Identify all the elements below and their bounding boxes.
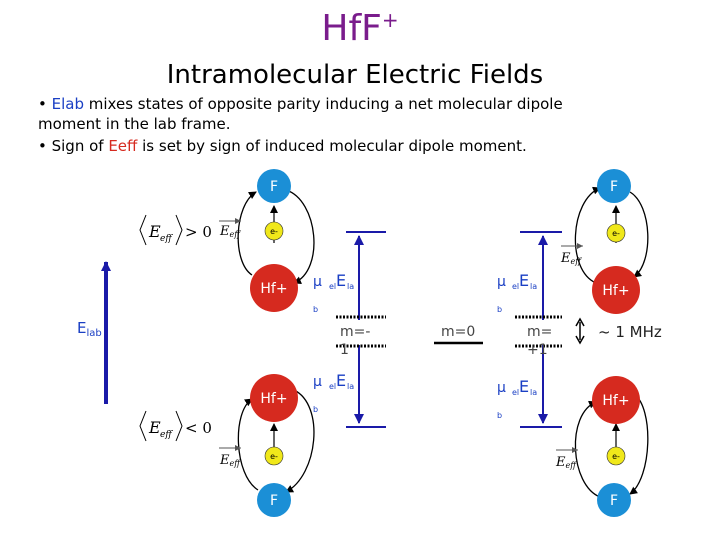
eeff-expectation-negative: E eff < 0: [139, 410, 212, 442]
svg-text:E: E: [519, 377, 529, 396]
fluorine-atom: [597, 483, 631, 517]
stark-label-left-top: μ el E la b: [313, 271, 354, 314]
svg-text:m=-: m=-: [340, 324, 370, 340]
hafnium-ion: [250, 374, 298, 422]
svg-text:el: el: [512, 388, 519, 397]
eeff-field-label: Eeff: [219, 453, 241, 468]
svg-text:Hf+: Hf+: [260, 281, 287, 297]
svg-text:eff: eff: [160, 234, 173, 244]
svg-text:> 0: > 0: [185, 223, 212, 241]
svg-text:F: F: [270, 493, 278, 509]
svg-text:E: E: [519, 271, 529, 290]
eeff-expectation-positive: E eff > 0: [139, 214, 212, 246]
svg-text:1: 1: [340, 342, 349, 358]
bullet-2-prefix: • Sign of: [38, 137, 109, 155]
svg-text:el: el: [329, 382, 336, 391]
svg-text:b: b: [497, 411, 502, 420]
svg-text:e-: e-: [612, 229, 620, 238]
electron: [606, 223, 626, 243]
level-m-0: m=0: [434, 324, 483, 345]
svg-text:la: la: [530, 388, 537, 397]
svg-text:Hf+: Hf+: [602, 283, 629, 299]
svg-text:el: el: [512, 282, 519, 291]
svg-text:e-: e-: [612, 452, 620, 461]
electron: [264, 221, 284, 241]
svg-text:b: b: [313, 305, 318, 314]
bullet-1-text-line2: moment in the lab frame.: [38, 115, 231, 133]
svg-text:e-: e-: [270, 452, 278, 461]
svg-text:E: E: [148, 418, 161, 437]
level-m-minus-1: m=- 1: [336, 231, 386, 428]
eeff-field-label: Eeff: [219, 224, 241, 239]
splitting-label: ~ 1 MHz: [598, 323, 662, 341]
svg-text:b: b: [313, 405, 318, 414]
molecule-right-bottom: Eeff Hf+ e- F: [555, 376, 649, 517]
fluorine-atom: [257, 169, 291, 203]
bullet-2-text: is set by sign of induced molecular dipo…: [137, 137, 527, 155]
fluorine-atom: [597, 169, 631, 203]
eeff-field-label: Eeff: [560, 251, 582, 266]
svg-text:Hf+: Hf+: [602, 393, 629, 409]
svg-text:Hf+: Hf+: [260, 391, 287, 407]
svg-text:μ: μ: [313, 274, 322, 290]
svg-text:el: el: [329, 282, 336, 291]
stark-label-left-bottom: μ el E la b: [313, 371, 354, 414]
hafnium-ion: [592, 376, 640, 424]
svg-text:E: E: [336, 371, 346, 390]
svg-text:E: E: [336, 271, 346, 290]
svg-text:la: la: [347, 282, 354, 291]
eeff-field-label: Eeff: [555, 455, 577, 470]
eeff-term: Eeff: [108, 137, 138, 155]
svg-text:μ: μ: [497, 380, 506, 396]
elab-label: Elab: [77, 319, 102, 339]
section-heading: Intramolecular Electric Fields: [166, 60, 544, 90]
elab-term: Elab: [51, 95, 84, 113]
molecule-left-top: Eeff F e- Hf+: [219, 169, 315, 312]
title-text: HfF: [321, 8, 382, 49]
svg-text:F: F: [610, 493, 618, 509]
stark-label-right-top: μ el E la b: [497, 271, 537, 314]
hafnium-ion: [250, 264, 298, 312]
svg-text:eff: eff: [160, 430, 173, 440]
svg-text:< 0: < 0: [185, 419, 212, 437]
svg-text:e-: e-: [270, 227, 278, 236]
electron: [264, 446, 284, 466]
svg-text:m=0: m=0: [441, 324, 475, 340]
bullet-1: • Elab mixes states of opposite parity i…: [38, 94, 698, 134]
slide-title: HfF+: [0, 8, 720, 49]
svg-text:μ: μ: [313, 374, 322, 390]
svg-text:μ: μ: [497, 274, 506, 290]
splitting-annotation: ~ 1 MHz: [575, 317, 662, 345]
bullet-marker: •: [38, 95, 47, 113]
svg-text:+1: +1: [527, 342, 548, 358]
svg-text:la: la: [530, 282, 537, 291]
stark-label-right-bottom: μ el E la b: [497, 377, 537, 420]
svg-text:F: F: [610, 179, 618, 195]
molecule-right-top: Eeff F e- Hf+: [560, 169, 649, 314]
svg-text:la: la: [347, 382, 354, 391]
molecule-left-bottom: Eeff Hf+ e- F: [219, 374, 315, 517]
bullet-2: • Sign of Eeff is set by sign of induced…: [38, 136, 698, 156]
svg-text:m=: m=: [527, 324, 552, 340]
fluorine-atom: [257, 483, 291, 517]
level-m-plus-1: m= +1: [515, 231, 562, 428]
bullet-list: • Elab mixes states of opposite parity i…: [38, 94, 698, 158]
electron: [606, 446, 626, 466]
svg-text:b: b: [497, 305, 502, 314]
title-charge: +: [381, 8, 399, 32]
svg-text:F: F: [270, 179, 278, 195]
svg-text:E: E: [148, 222, 161, 241]
bullet-1-text: mixes states of opposite parity inducing…: [84, 95, 563, 113]
hafnium-ion: [592, 266, 640, 314]
